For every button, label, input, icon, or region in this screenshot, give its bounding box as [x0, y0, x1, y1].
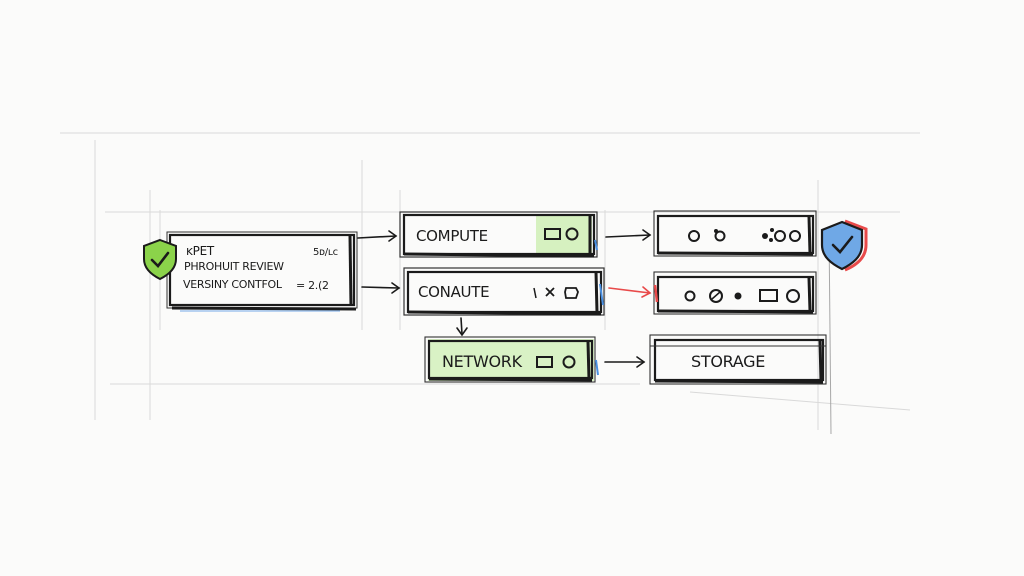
arrow-config-to-compute-2: [361, 282, 401, 294]
output-node-1: [653, 210, 817, 257]
config-line-1-right: 5ᴅ/ʟᴄ: [313, 247, 338, 258]
config-line-1: ᴋPET: [186, 244, 214, 258]
compute-node-2: [403, 267, 605, 316]
config-line-3-right: = 2.(2: [296, 279, 329, 292]
storage-label: STORAGE: [691, 352, 766, 371]
arrow-compute-2-to-network: [456, 317, 468, 337]
construction-lines: [60, 132, 920, 435]
output-node-2: [653, 271, 817, 315]
arrows: [357, 229, 652, 368]
arrow-network-to-storage: [604, 356, 646, 368]
compute-2-label: CONAUTE: [418, 283, 490, 301]
check-shield-icon: [143, 238, 177, 281]
arrow-compute-1-to-output-1: [605, 229, 652, 241]
config-line-3: VERSINY CONTFOL: [183, 278, 282, 291]
arrow-config-to-compute-1: [357, 230, 398, 242]
arrow-compute-2-to-output-2: [608, 286, 652, 298]
compute-1-label: COMPUTE: [416, 227, 488, 245]
config-line-2: PHROHUIT REVIEW: [184, 260, 284, 273]
compute-node-1: [399, 211, 598, 258]
network-node: [424, 336, 599, 383]
storage-node: [649, 334, 827, 385]
blue-shield-icon: [820, 219, 868, 272]
network-label: NETWORK: [442, 352, 522, 371]
